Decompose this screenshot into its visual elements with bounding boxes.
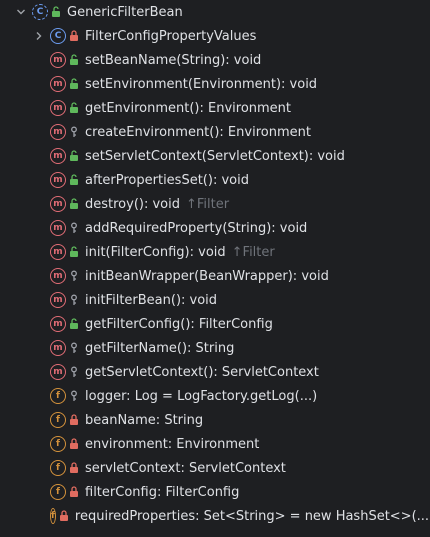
public-icon (69, 102, 79, 114)
method-signature: afterPropertiesSet(): void (85, 172, 249, 188)
class-icon: C (50, 28, 66, 44)
nested-class-name: FilterConfigPropertyValues (85, 28, 257, 44)
inherited-from-hint: ↑Filter (186, 196, 230, 212)
tree-row-method[interactable]: m initBeanWrapper(BeanWrapper): void (0, 264, 430, 288)
private-icon (69, 438, 79, 450)
tree-row-field[interactable]: f requiredProperties: Set<String> = new H… (0, 504, 430, 528)
tree-row-method[interactable]: m setEnvironment(Environment): void (0, 72, 430, 96)
method-signature: getServletContext(): ServletContext (85, 364, 319, 380)
tree-row-field[interactable]: f servletContext: ServletContext (0, 456, 430, 480)
field-icon: f (50, 436, 66, 452)
tree-row-method[interactable]: m getServletContext(): ServletContext (0, 360, 430, 384)
class-name: GenericFilterBean (67, 4, 183, 20)
inherited-from-hint: ↑Filter (231, 244, 275, 260)
tree-row-method[interactable]: m addRequiredProperty(String): void (0, 216, 430, 240)
method-icon: m (50, 76, 66, 92)
method-icon: m (50, 124, 66, 140)
tree-row-field[interactable]: f logger: Log = LogFactory.getLog(...) (0, 384, 430, 408)
method-icon: m (50, 196, 66, 212)
method-icon: m (50, 148, 66, 164)
tree-row-method[interactable]: m afterPropertiesSet(): void (0, 168, 430, 192)
method-signature: addRequiredProperty(String): void (85, 220, 308, 236)
protected-icon (69, 342, 79, 354)
method-icon: m (50, 100, 66, 116)
field-signature: filterConfig: FilterConfig (85, 484, 240, 500)
tree-row-method[interactable]: m getFilterName(): String (0, 336, 430, 360)
public-icon (69, 246, 79, 258)
method-icon: m (50, 52, 66, 68)
method-signature: init(FilterConfig): void (85, 244, 226, 260)
method-icon: m (50, 268, 66, 284)
field-icon: f (50, 388, 66, 404)
chevron-down-icon[interactable] (14, 5, 28, 19)
chevron-right-icon[interactable] (32, 29, 46, 43)
method-signature: destroy(): void (85, 196, 180, 212)
public-icon (69, 150, 79, 162)
field-icon: f (50, 412, 66, 428)
tree-row-method[interactable]: m setServletContext(ServletContext): void (0, 144, 430, 168)
field-signature: requiredProperties: Set<String> = new Ha… (74, 508, 430, 524)
public-icon (51, 6, 61, 18)
method-signature: setEnvironment(Environment): void (85, 76, 318, 92)
tree-row-method[interactable]: m init(FilterConfig): void ↑Filter (0, 240, 430, 264)
tree-row-method[interactable]: m getFilterConfig(): FilterConfig (0, 312, 430, 336)
private-icon (69, 30, 79, 42)
method-signature: getEnvironment(): Environment (85, 100, 292, 116)
field-icon: f (50, 460, 66, 476)
private-icon (69, 414, 79, 426)
tree-row-method[interactable]: m getEnvironment(): Environment (0, 96, 430, 120)
tree-row-nested-class[interactable]: C FilterConfigPropertyValues (0, 24, 430, 48)
field-icon: f (50, 484, 66, 500)
protected-icon (69, 270, 79, 282)
method-icon: m (50, 244, 66, 260)
method-signature: setServletContext(ServletContext): void (85, 148, 345, 164)
protected-icon (69, 390, 79, 402)
method-signature: createEnvironment(): Environment (85, 124, 311, 140)
private-icon (59, 510, 69, 522)
field-signature: beanName: String (85, 412, 204, 428)
method-icon: m (50, 364, 66, 380)
private-icon (69, 486, 79, 498)
method-icon: m (50, 316, 66, 332)
protected-icon (69, 366, 79, 378)
protected-icon (69, 294, 79, 306)
field-signature: environment: Environment (85, 436, 260, 452)
public-icon (69, 174, 79, 186)
tree-row-field[interactable]: f beanName: String (0, 408, 430, 432)
method-icon: m (50, 172, 66, 188)
method-icon: m (50, 292, 66, 308)
tree-row-method[interactable]: m createEnvironment(): Environment (0, 120, 430, 144)
public-icon (69, 318, 79, 330)
method-icon: m (50, 220, 66, 236)
public-icon (69, 54, 79, 66)
method-signature: setBeanName(String): void (85, 52, 262, 68)
public-icon (69, 78, 79, 90)
tree-row-field[interactable]: f filterConfig: FilterConfig (0, 480, 430, 504)
abstract-class-icon: C (32, 4, 48, 20)
method-signature: getFilterConfig(): FilterConfig (85, 316, 273, 332)
public-icon (69, 198, 79, 210)
field-icon: f (50, 508, 56, 524)
tree-row-method[interactable]: m setBeanName(String): void (0, 48, 430, 72)
private-icon (69, 462, 79, 474)
tree-row-field[interactable]: f environment: Environment (0, 432, 430, 456)
member-list: m setBeanName(String): void m setEnvironmen… (0, 48, 430, 528)
protected-icon (69, 222, 79, 234)
field-signature: servletContext: ServletContext (85, 460, 286, 476)
field-signature: logger: Log = LogFactory.getLog(...) (85, 388, 318, 404)
tree-row-root-class[interactable]: C GenericFilterBean (0, 0, 430, 24)
tree-row-method[interactable]: m destroy(): void ↑Filter (0, 192, 430, 216)
method-signature: initFilterBean(): void (85, 292, 218, 308)
method-icon: m (50, 340, 66, 356)
method-signature: initBeanWrapper(BeanWrapper): void (85, 268, 329, 284)
method-signature: getFilterName(): String (85, 340, 235, 356)
protected-icon (69, 126, 79, 138)
tree-row-method[interactable]: m initFilterBean(): void (0, 288, 430, 312)
